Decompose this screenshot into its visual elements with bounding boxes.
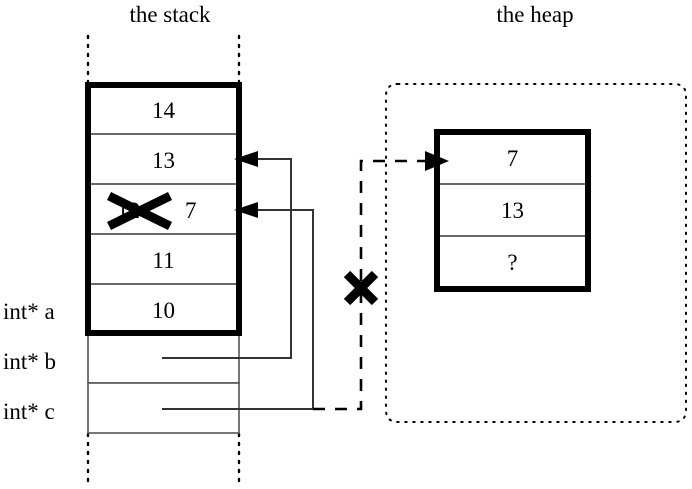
stack-variable-slots	[87, 332, 240, 434]
stack-cell-value-4: 10	[152, 298, 175, 323]
heap-title: the heap	[496, 2, 574, 27]
stack-cell-value-3: 11	[152, 248, 175, 273]
heap-block-box	[434, 129, 591, 292]
pointer-b-path	[162, 158, 292, 359]
heap-region-boundary	[385, 83, 687, 423]
heap-cell-value-1: 13	[501, 198, 524, 223]
variable-label-a: int* a	[3, 299, 55, 324]
pointer-c-arrowhead	[234, 202, 258, 218]
stack-frame-border	[85, 82, 242, 336]
heap-block-border	[434, 129, 591, 292]
stack-cell-value-2: 7	[185, 198, 197, 223]
pointer-b-arrowhead	[234, 151, 258, 167]
variable-label-b: int* b	[3, 349, 57, 374]
pointer-stale-arrowhead	[425, 151, 449, 171]
stack-title: the stack	[129, 2, 211, 27]
stack-cell-value-1: 13	[152, 148, 175, 173]
variable-label-c: int* c	[3, 399, 55, 424]
stack-frame-box	[85, 82, 242, 336]
stack-cell-value-0: 14	[152, 98, 175, 123]
pointer-b-to-stack-cell-13	[162, 151, 292, 359]
pointer-stale-path	[313, 159, 425, 411]
pointer-stale-to-heap	[313, 151, 449, 411]
pointer-c-to-stack-cell-7	[162, 202, 314, 410]
heap-cell-value-2: ?	[507, 250, 518, 275]
pointer-c-path	[162, 209, 314, 410]
stack-cell-old-value-2: 12	[117, 198, 140, 223]
heap-cell-value-0: 7	[506, 146, 519, 171]
strikethrough-old-stack-value-icon	[107, 191, 172, 231]
invalidated-heap-pointer-mark-icon	[343, 270, 379, 306]
